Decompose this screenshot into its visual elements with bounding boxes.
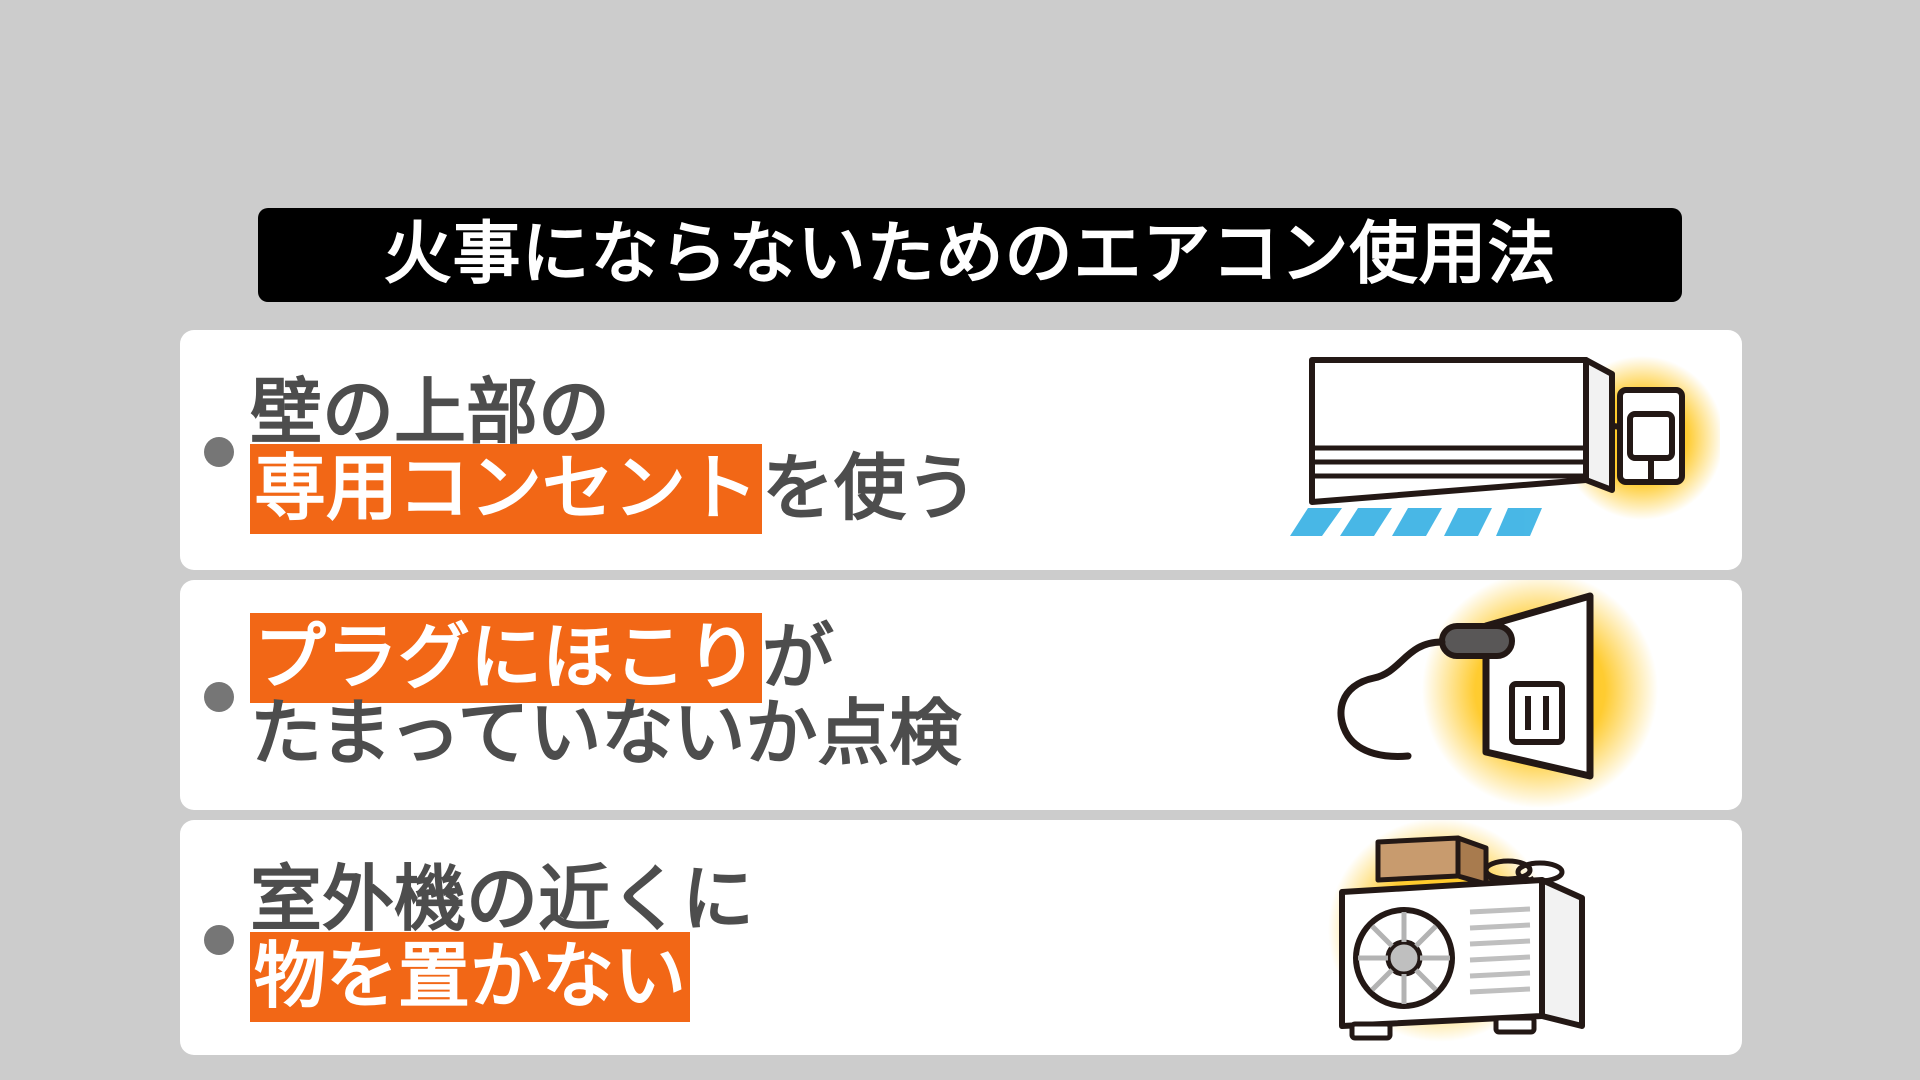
tip-card-3: 室外機の近くに 物を置かない xyxy=(180,820,1742,1055)
plain-after: を使う xyxy=(762,446,979,530)
airflow-stripes xyxy=(1290,508,1542,536)
ac-side-panel xyxy=(1583,357,1615,493)
bullet-icon xyxy=(204,924,234,955)
tip-card-2-line-1: プラグにほこりが xyxy=(250,612,961,703)
plain-before: 壁の上部の xyxy=(250,369,611,454)
illustration-plug-and-outlet xyxy=(1290,580,1720,810)
socket-prong-slots xyxy=(1525,696,1549,730)
tip-card-2-text: プラグにほこりが たまっていないか点検 xyxy=(250,612,961,772)
tip-card-1: 壁の上部の 専用コンセントを使う xyxy=(180,330,1742,570)
plain-before: 室外機の近くに xyxy=(250,857,755,942)
plug-icon xyxy=(1627,411,1675,461)
ac-indoor-unit xyxy=(1309,357,1589,505)
louver-lines xyxy=(1469,906,1531,995)
tip-card-3-text: 室外機の近くに 物を置かない xyxy=(250,861,754,1022)
plain-before: たまっていないか点検 xyxy=(250,691,962,775)
tip-card-3-line-2: 物を置かない xyxy=(250,931,754,1022)
tip-card-2-line-2: たまっていないか点検 xyxy=(250,695,961,771)
illustration-wall-air-conditioner xyxy=(1290,330,1720,570)
plug-head xyxy=(1439,623,1515,659)
socket-slots xyxy=(1509,681,1565,745)
tip-card-1-line-1: 壁の上部の xyxy=(250,374,978,450)
fan-grille xyxy=(1353,907,1455,1009)
bullet-icon xyxy=(204,682,234,712)
tip-card-3-line-1: 室外機の近くに xyxy=(250,861,754,937)
unit-feet xyxy=(1349,1015,1537,1041)
cardboard-box xyxy=(1375,835,1489,887)
ac-vent-lines xyxy=(1312,445,1586,479)
tip-card-1-text: 壁の上部の 専用コンセントを使う xyxy=(250,374,978,534)
plain-after: が xyxy=(762,614,835,699)
bullet-icon xyxy=(204,437,234,467)
tip-card-1-line-2: 専用コンセントを使う xyxy=(250,444,978,534)
highlight-text: プラグにほこり xyxy=(250,612,763,703)
page-title: 火事にならないためのエアコン使用法 xyxy=(383,215,1557,294)
highlight-text: 専用コンセント xyxy=(250,444,763,534)
power-cord xyxy=(1337,638,1446,760)
tip-card-2: プラグにほこりが たまっていないか点検 xyxy=(180,580,1742,810)
tip-card-2-body: プラグにほこりが たまっていないか点検 xyxy=(204,580,961,810)
title-banner: 火事にならないためのエアコン使用法 xyxy=(258,208,1682,302)
highlight-text: 物を置かない xyxy=(250,931,691,1022)
illustration-outdoor-unit xyxy=(1290,820,1720,1055)
tip-card-3-body: 室外機の近くに 物を置かない xyxy=(204,820,754,1055)
tip-card-1-body: 壁の上部の 専用コンセントを使う xyxy=(204,330,978,570)
